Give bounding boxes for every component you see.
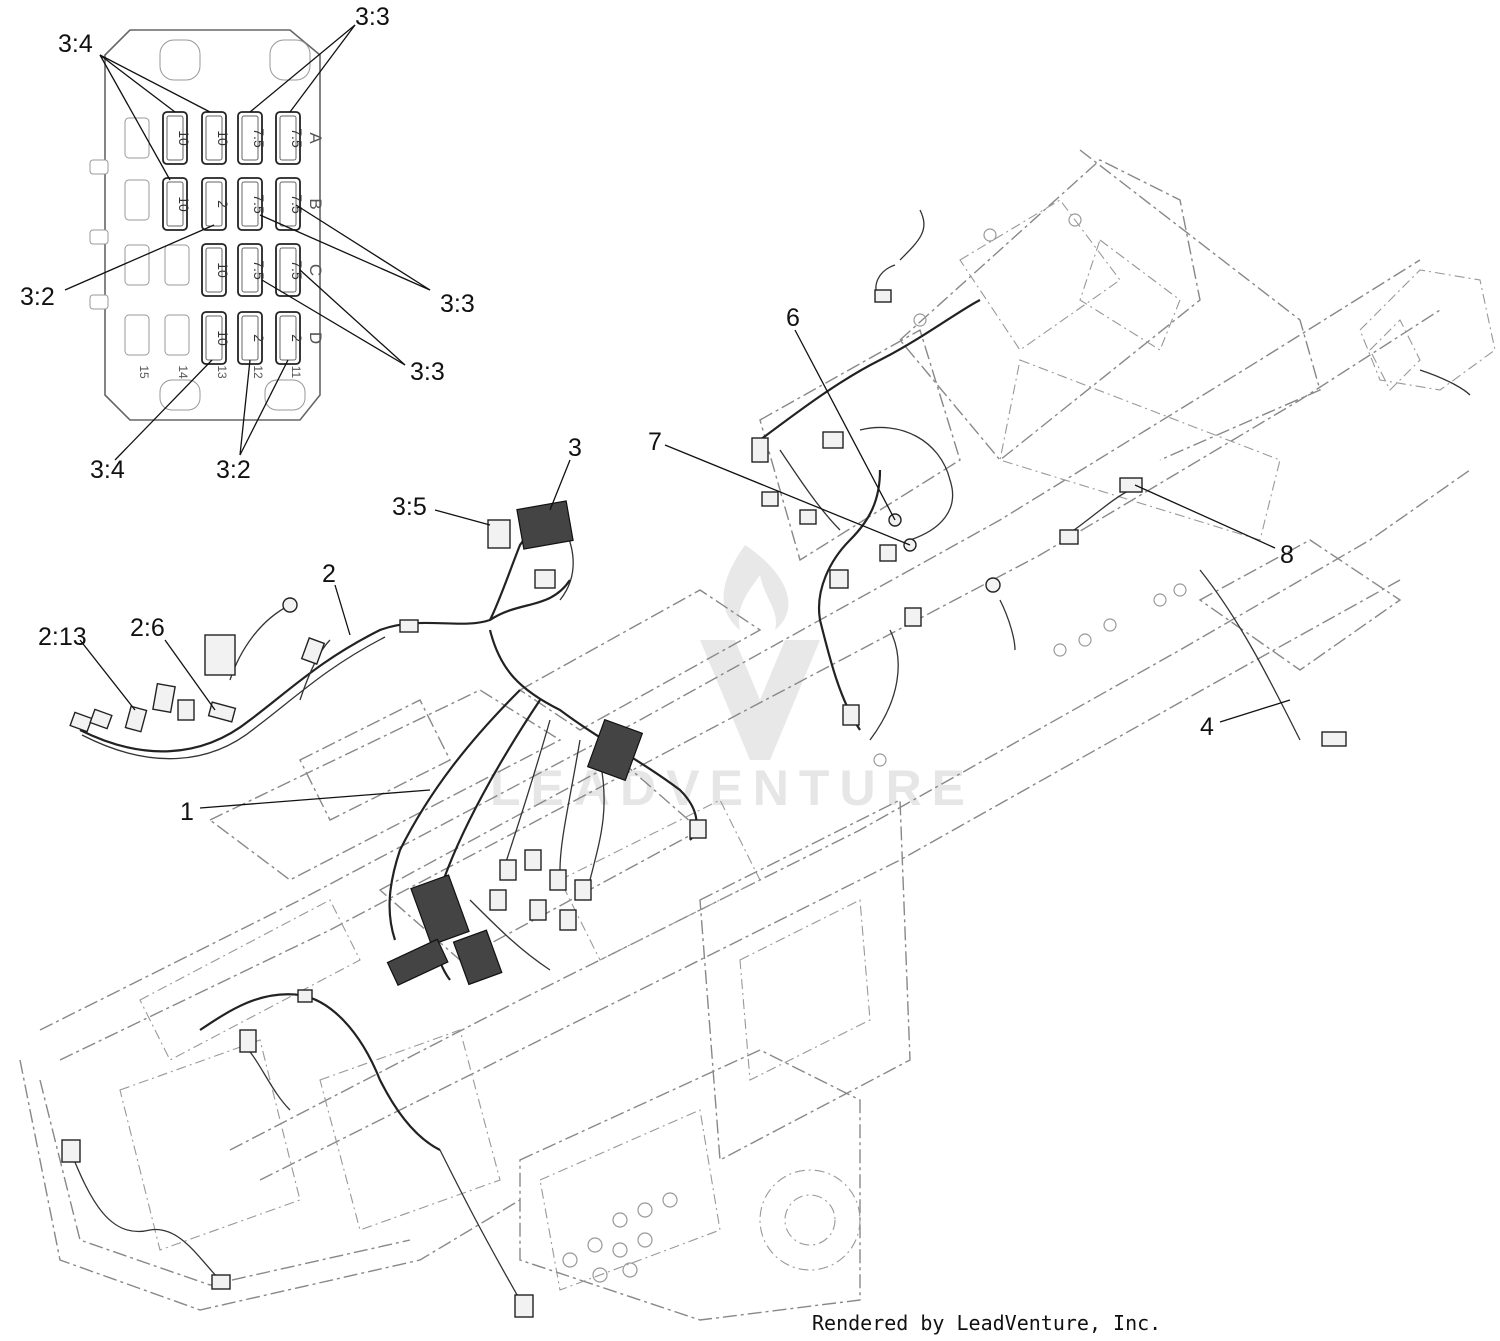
- callout-4: 4: [1200, 713, 1214, 741]
- row-label-a: A: [306, 132, 325, 144]
- fuse-b2: [201, 177, 227, 231]
- callout-3-4-bottom: 3:4: [90, 456, 125, 484]
- fuse-a1-label: 10: [176, 130, 192, 146]
- callout-3-3-low: 3:3: [410, 358, 445, 386]
- fuse-c2: [237, 243, 263, 297]
- leader-lines: [64, 24, 1291, 809]
- callout-8: 8: [1280, 541, 1294, 569]
- connectors: [61, 289, 1347, 1318]
- fuse-a4: [275, 111, 301, 165]
- fuse-a4-label: 7.5: [289, 128, 305, 148]
- callout-3-3-mid: 3:3: [440, 290, 475, 318]
- callout-3-4-top: 3:4: [58, 30, 93, 58]
- fuse-d1-label: 10: [215, 330, 231, 346]
- watermark-logo: LEADVENTURE: [490, 545, 965, 816]
- fuse-d2-label: 2: [251, 334, 267, 342]
- fuse-b1: [162, 177, 188, 231]
- fuse-b2-label: 2: [215, 200, 231, 208]
- callout-3-2-bottom: 3:2: [216, 456, 251, 484]
- callout-2: 2: [322, 560, 336, 588]
- fuse-c2-label: 7.5: [251, 260, 267, 280]
- fuse-b4-label: 7.5: [289, 194, 305, 214]
- fuse-c1: [201, 243, 227, 297]
- slot-number-12: 12: [251, 365, 265, 379]
- callout-3-5: 3:5: [392, 493, 427, 521]
- fuse-panel: 10 10 7.5 7.5 10 2 7.5 7.5 10 7.5 7.5: [89, 29, 325, 421]
- callout-7: 7: [648, 428, 662, 456]
- row-label-c: C: [306, 264, 325, 276]
- slot-number-13: 13: [215, 365, 229, 379]
- row-label-d: D: [306, 332, 325, 344]
- fuse-c3-label: 7.5: [289, 260, 305, 280]
- rail-holes: [562, 213, 1187, 1283]
- fuse-d3: [275, 311, 301, 365]
- callout-6: 6: [786, 304, 800, 332]
- callout-3: 3: [568, 434, 582, 462]
- callouts: 1 2 2:6 2:13 3 3:5 4 6 7 8 3:4 3:3 3:2 3…: [20, 3, 1294, 826]
- callout-2-13: 2:13: [38, 623, 87, 651]
- slot-number-11: 11: [289, 366, 303, 379]
- fuse-d1: [201, 311, 227, 365]
- fuse-b3: [237, 177, 263, 231]
- fuse-a3-label: 7.5: [251, 128, 267, 148]
- callout-3-2-left: 3:2: [20, 283, 55, 311]
- render-credit: Rendered by LeadVenture, Inc.: [812, 1311, 1161, 1335]
- fuse-b1-label: 10: [176, 196, 192, 212]
- row-label-b: B: [306, 198, 325, 209]
- fuse-a2-label: 10: [215, 130, 231, 146]
- slot-number-14: 14: [176, 365, 190, 379]
- fuse-a2: [201, 111, 227, 165]
- fuse-d3-label: 2: [289, 334, 305, 342]
- callout-2-6: 2:6: [130, 614, 165, 642]
- fuse-b3-label: 7.5: [251, 194, 267, 214]
- callout-3-3-top: 3:3: [355, 3, 390, 31]
- callout-1: 1: [180, 798, 194, 826]
- fuse-c1-label: 10: [215, 262, 231, 278]
- main-harness: [69, 209, 1471, 1301]
- fuse-b4: [275, 177, 301, 231]
- slot-number-15: 15: [137, 365, 151, 379]
